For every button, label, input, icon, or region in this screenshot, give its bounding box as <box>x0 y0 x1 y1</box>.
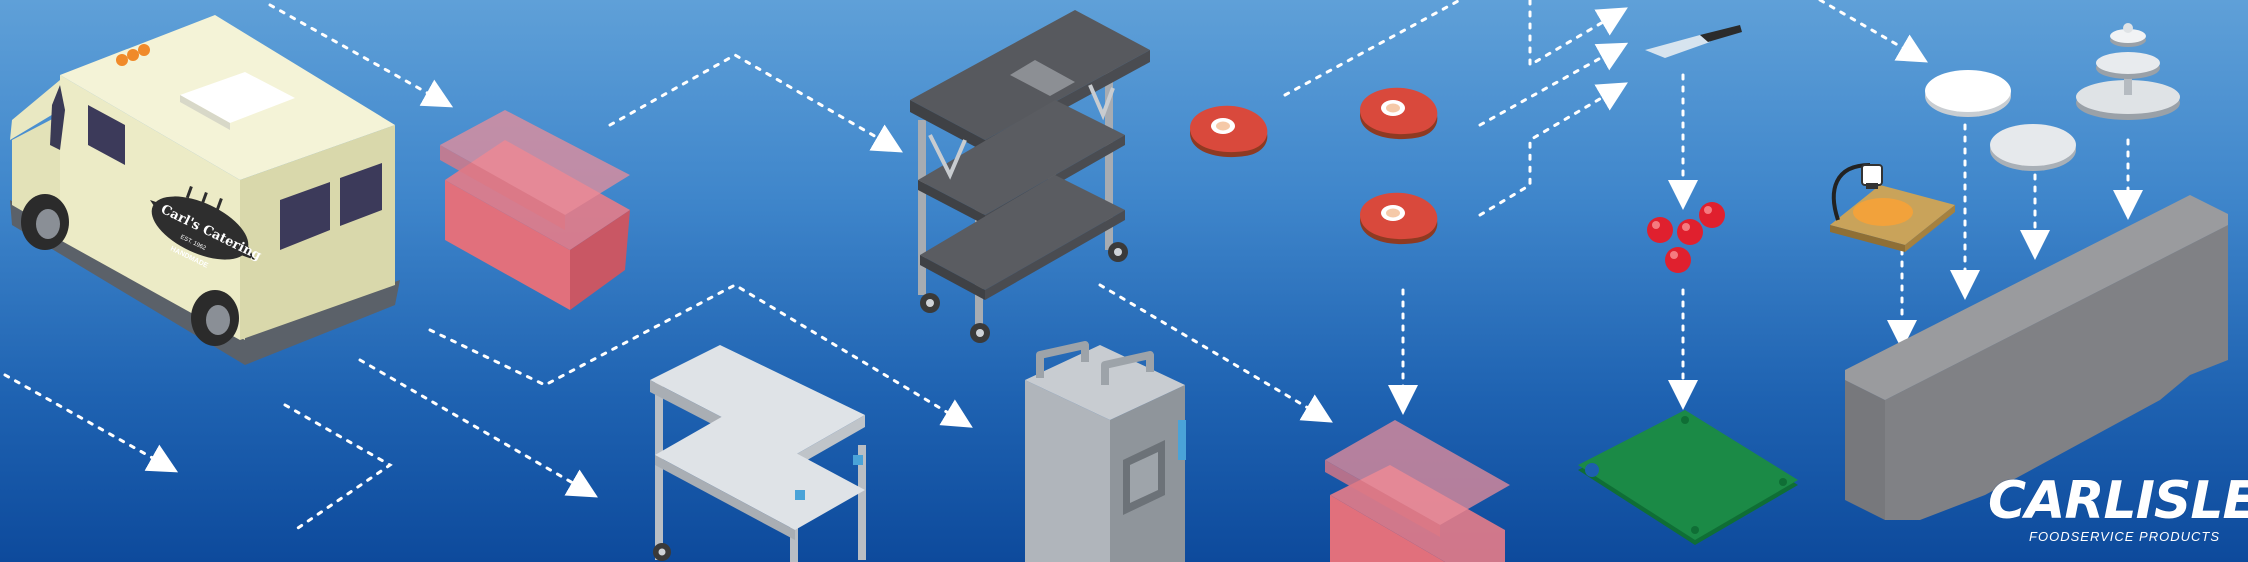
food-pan-icon <box>1325 420 1510 562</box>
steak-icon <box>1190 87 1438 245</box>
flow-line-knife-upper <box>1528 0 1628 68</box>
flow-arrow-truck-to-stainless-cart <box>358 358 598 498</box>
food-pan-icon <box>440 110 630 310</box>
heat-lamp-icon <box>1830 163 1955 252</box>
carlisle-logo: CARLISLE FOODSERVICE PRODUCTS <box>1988 471 2248 544</box>
catering-truck: Carl's Catering EST. 1962 HANDMADE <box>10 15 400 365</box>
stainless-cart-icon <box>650 345 866 562</box>
food-carrier-icon <box>1025 341 1186 562</box>
knife-icon <box>1645 25 1742 58</box>
flow-lines <box>3 0 2143 532</box>
platter-icon <box>1925 70 2076 171</box>
flow-line-mid <box>428 283 973 428</box>
flow-arrow-left-bottom <box>3 373 179 473</box>
counter-icon <box>1845 195 2228 520</box>
flow-line-lower-left <box>283 403 393 532</box>
cutting-board-icon <box>1578 410 1798 545</box>
flow-arrow-truck-to-pan <box>268 3 454 108</box>
flow-arrow-steak-to-knife <box>1478 42 1629 127</box>
flow-line-cart-to-steak <box>1283 0 1462 97</box>
tomato-icon <box>1647 202 1725 273</box>
flow-line-steak-lower <box>1478 82 1628 217</box>
utility-cart-icon <box>910 10 1150 343</box>
logo-tagline: FOODSERVICE PRODUCTS <box>2029 529 2220 544</box>
flow-arrow-pan-to-cart <box>608 53 903 153</box>
logo-wordmark: CARLISLE <box>1988 471 2248 531</box>
flow-arrow-top-to-platter <box>1818 0 1928 63</box>
tiered-stand-icon <box>2076 23 2180 120</box>
